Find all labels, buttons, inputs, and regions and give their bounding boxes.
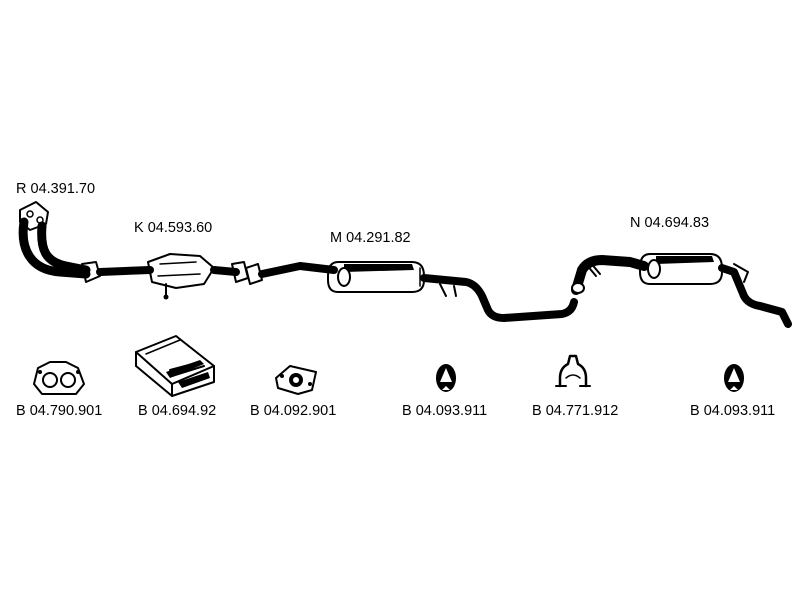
mounting-kit-drawing: [135, 335, 215, 397]
rear-silencer-label: N 04.694.83: [630, 215, 710, 231]
flange-gasket-drawing: [275, 365, 317, 395]
front-pipe-label: R 04.391.70: [16, 181, 96, 197]
catalyst-drawing: [96, 253, 249, 300]
rubber-mount-1-drawing: [436, 364, 456, 392]
gasket-label: B 04.790.901: [16, 403, 103, 419]
catalyst-label: K 04.593.60: [134, 220, 213, 236]
rubber-mount-2-drawing: [724, 364, 744, 392]
flange-gasket-label: B 04.092.901: [250, 403, 337, 419]
clamp-hanger-drawing: [555, 354, 591, 388]
rubber-mount-2-label: B 04.093.911: [690, 403, 776, 419]
mounting-kit-label: B 04.694.92: [138, 403, 217, 419]
rubber-mount-1-label: B 04.093.911: [402, 403, 488, 419]
middle-silencer-label: M 04.291.82: [330, 230, 411, 246]
gasket-drawing: [33, 361, 85, 395]
rear-silencer-drawing: [571, 253, 792, 328]
middle-silencer-drawing: [245, 261, 578, 322]
clamp-hanger-label: B 04.771.912: [532, 403, 619, 419]
front-pipe-drawing: [18, 201, 101, 283]
